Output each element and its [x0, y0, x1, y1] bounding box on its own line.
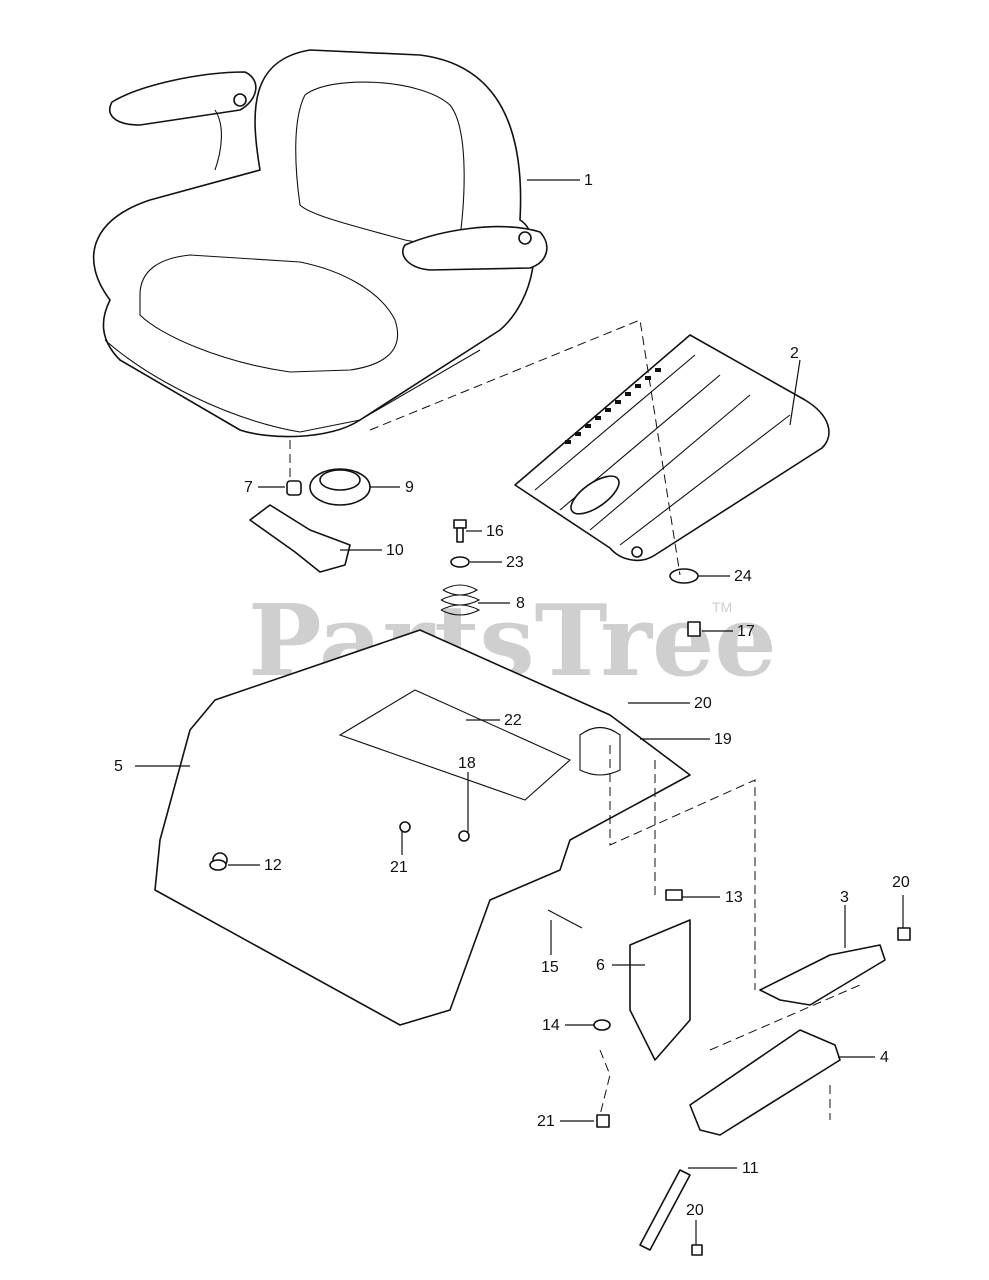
plate-part-4[interactable]: [689, 1029, 841, 1136]
assembly-lines: [289, 319, 861, 1120]
callout-leaders: [135, 179, 904, 1245]
lever-part-3[interactable]: [759, 944, 886, 1006]
callout-6[interactable]: 6: [596, 957, 605, 974]
nut-part-20c[interactable]: [691, 1244, 703, 1256]
callout-20-bottom[interactable]: 20: [686, 1202, 704, 1219]
bracket-part-6[interactable]: [629, 919, 691, 1061]
callout-10[interactable]: 10: [386, 542, 404, 559]
callout-23[interactable]: 23: [506, 554, 524, 571]
seat-pan-part-5[interactable]: [154, 629, 691, 1026]
link-part-11[interactable]: [639, 1169, 691, 1251]
bolt-part-17[interactable]: [687, 621, 701, 637]
callout-numbers: 1 2 3 4 5 6 7 8 9 10 11 12 13 14 15 16 1…: [114, 172, 910, 1219]
bolt-part-16[interactable]: [453, 519, 467, 543]
callout-3[interactable]: 3: [840, 889, 849, 906]
callout-18[interactable]: 18: [458, 755, 476, 772]
callout-21-left[interactable]: 21: [390, 859, 408, 876]
callout-17[interactable]: 17: [737, 623, 755, 640]
washer-part-23[interactable]: [450, 556, 470, 568]
clip-part-13[interactable]: [665, 889, 683, 901]
callout-5[interactable]: 5: [114, 758, 123, 775]
callout-19[interactable]: 19: [714, 731, 732, 748]
callout-13[interactable]: 13: [725, 889, 743, 906]
callout-20-upper[interactable]: 20: [694, 695, 712, 712]
pin-part-14[interactable]: [593, 1019, 611, 1031]
watermark-trademark: TM: [712, 599, 732, 615]
plug-part-12[interactable]: [209, 859, 227, 871]
callout-2[interactable]: 2: [790, 345, 799, 362]
callout-14[interactable]: 14: [542, 1017, 560, 1034]
callout-9[interactable]: 9: [405, 479, 414, 496]
callout-15[interactable]: 15: [541, 959, 559, 976]
callout-8[interactable]: 8: [516, 595, 525, 612]
callout-7[interactable]: 7: [244, 479, 253, 496]
washer-part-24[interactable]: [669, 568, 699, 584]
callout-1[interactable]: 1: [584, 172, 593, 189]
nut-part-21b[interactable]: [596, 1114, 610, 1128]
adjustment-slots: [565, 368, 661, 444]
callout-16[interactable]: 16: [486, 523, 504, 540]
bracket-part-10[interactable]: [249, 504, 351, 573]
spring-part-8[interactable]: [440, 584, 481, 616]
switch-part-9[interactable]: [309, 468, 371, 506]
callout-21-bottom[interactable]: 21: [537, 1113, 555, 1130]
nut-part-7[interactable]: [286, 480, 302, 496]
callout-12[interactable]: 12: [264, 857, 282, 874]
callout-11[interactable]: 11: [742, 1160, 759, 1177]
callout-4[interactable]: 4: [880, 1049, 889, 1066]
nut-part-20b[interactable]: [897, 927, 911, 941]
bolt-part-15[interactable]: [547, 909, 583, 929]
seat-part-1[interactable]: [92, 49, 548, 438]
callout-22[interactable]: 22: [504, 712, 522, 729]
callout-20-right[interactable]: 20: [892, 874, 910, 891]
seat-plate-part-2[interactable]: [514, 334, 830, 562]
callout-24[interactable]: 24: [734, 568, 752, 585]
